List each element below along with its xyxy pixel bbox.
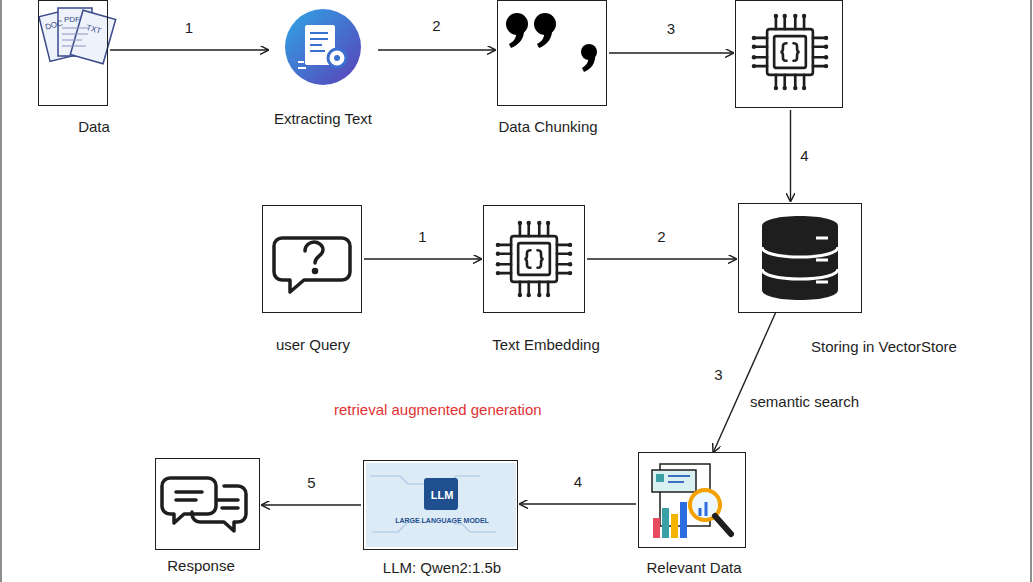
step-number: 3 (665, 20, 677, 38)
node-label: Response (167, 557, 235, 575)
response-chat-icon (162, 478, 246, 531)
step-number: 3 (712, 366, 724, 384)
chunking-box: Data Chunking (497, 0, 607, 106)
embedding-chip-icon (752, 14, 829, 91)
flow-arrow (790, 110, 791, 201)
diagram-caption-note: retrieval augmented generation (332, 401, 544, 419)
step-number: 2 (430, 17, 442, 35)
embedding-box (735, 0, 843, 108)
relevant-data-icon (652, 464, 731, 538)
document-tag: TXT (85, 22, 103, 37)
step-number: 4 (798, 147, 810, 165)
question-bubble-icon (274, 238, 350, 292)
step-number: 2 (655, 228, 667, 246)
llm-box: LLMLARGE LANGUAGE MODELLLM: Qwen2:1.5b (363, 460, 518, 550)
flow-arrow (262, 504, 361, 505)
edge-note: semantic search (748, 393, 861, 411)
node-label: Extracting Text (274, 110, 372, 128)
database-icon (762, 216, 838, 300)
extract-text-box: Extracting Text (270, 0, 376, 100)
llm-image (366, 463, 516, 547)
flow-arrow (378, 49, 495, 50)
step-number: 1 (183, 19, 195, 37)
flow-arrow (520, 503, 636, 504)
quote-comma-icon (506, 13, 597, 72)
document-tag: DOC (44, 18, 64, 33)
flow-arrow (587, 258, 736, 259)
node-label: Data Chunking (498, 118, 597, 136)
query-box: user Query (262, 205, 362, 313)
step-number: 5 (305, 474, 317, 492)
node-label: Data (78, 118, 110, 136)
relevant-data-box: Relevant Data (638, 452, 746, 548)
step-number: 4 (572, 473, 584, 491)
node-label: Storing in VectorStore (811, 338, 957, 356)
node-label: user Query (276, 336, 350, 354)
documents-icon (39, 8, 116, 64)
document-tag: PDF (64, 14, 80, 25)
vectorstore-box: Storing in VectorStore (738, 203, 862, 313)
node-label: LLM: Qwen2:1.5b (383, 559, 501, 577)
flow-arrow (110, 49, 268, 50)
text-extraction-icon (285, 9, 361, 85)
node-inner-text: LLM (431, 488, 454, 502)
flow-arrow (364, 258, 481, 259)
node-inner-text: LARGE LANGUAGE MODEL (395, 516, 489, 526)
response-box: Response (155, 458, 260, 550)
embedding-chip-icon (496, 221, 573, 298)
step-number: 1 (416, 228, 428, 246)
text-embedding-box: Text Embedding (483, 205, 585, 313)
node-label: Relevant Data (646, 559, 741, 577)
node-label: Text Embedding (492, 336, 600, 354)
flow-arrow (609, 52, 733, 53)
